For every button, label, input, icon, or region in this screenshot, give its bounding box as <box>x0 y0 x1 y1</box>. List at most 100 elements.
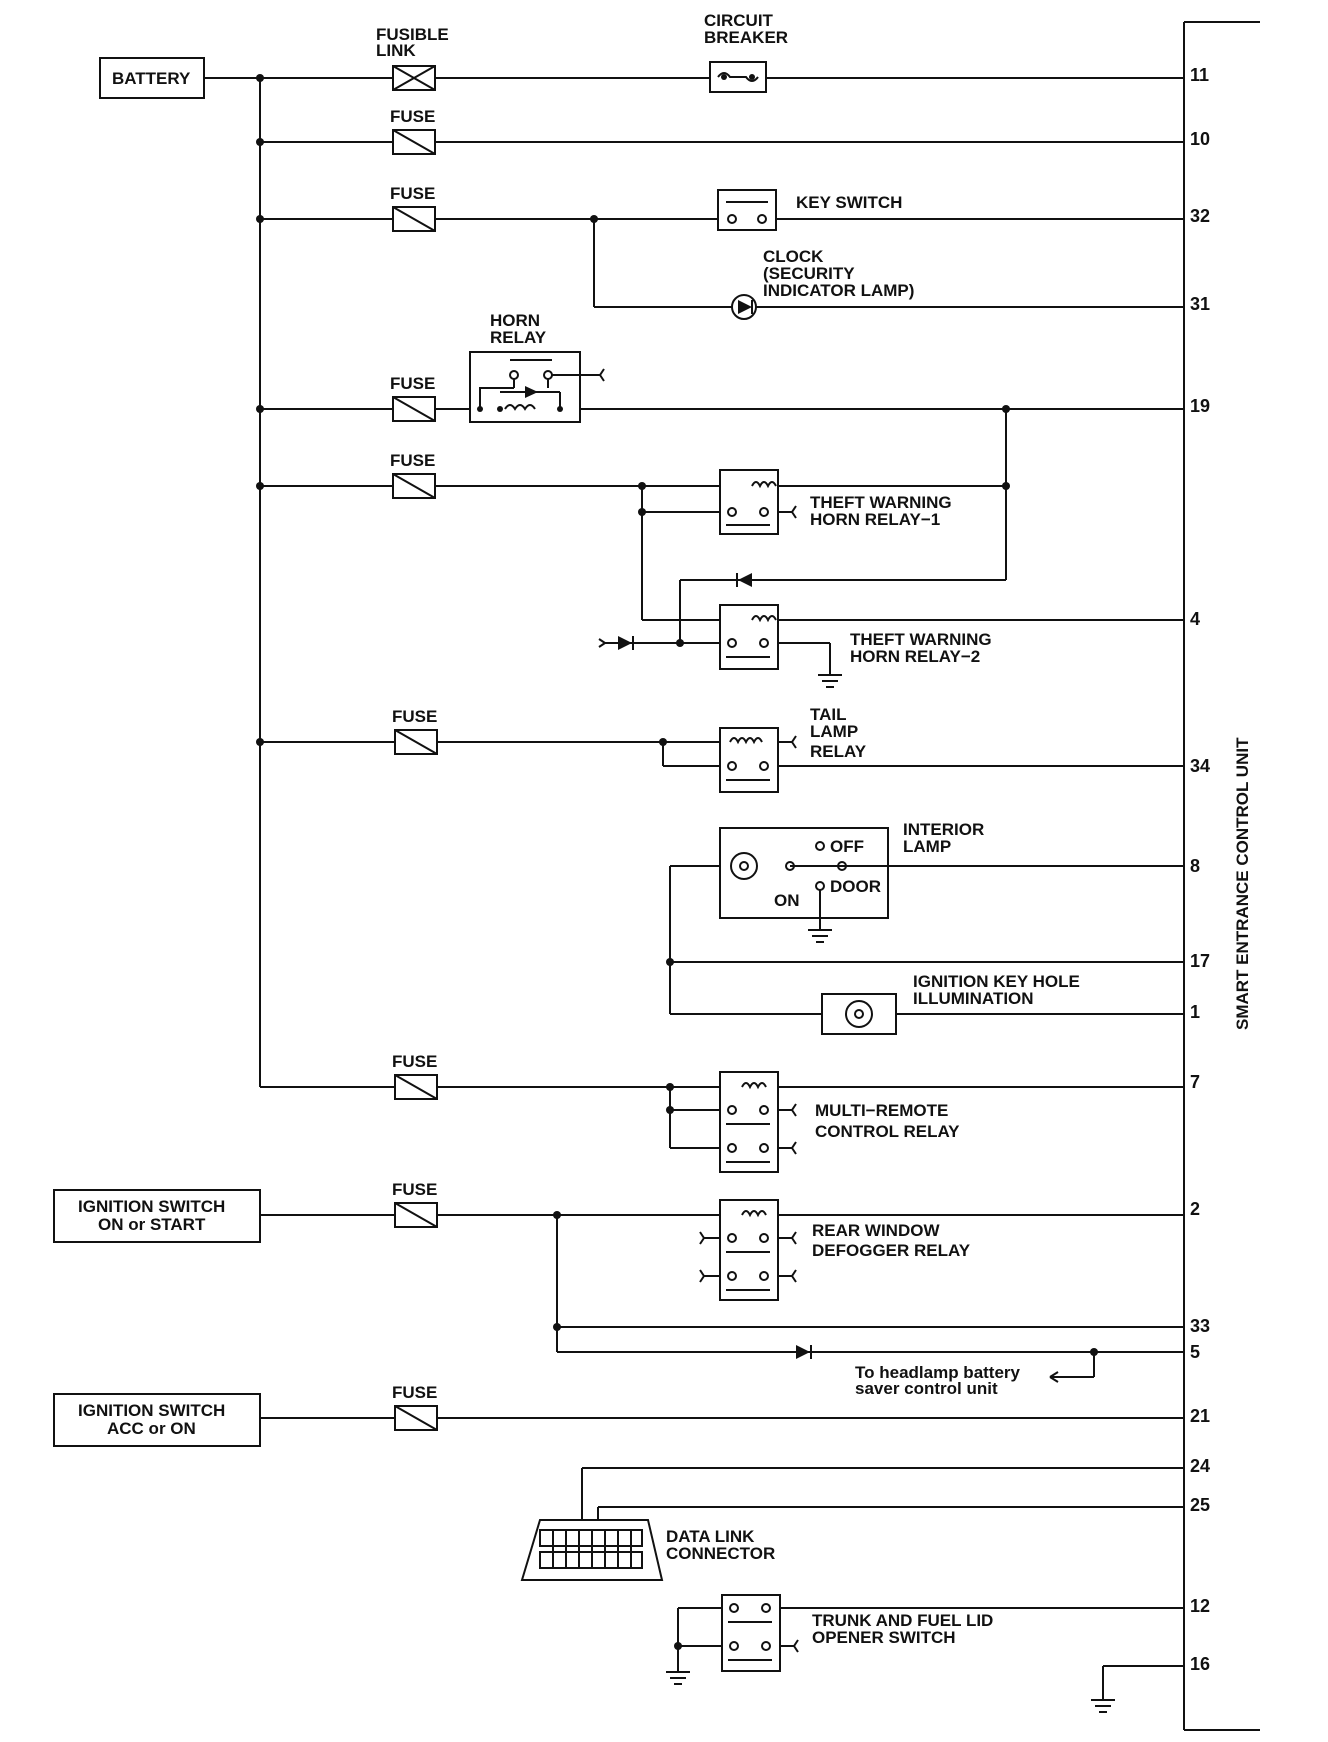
fuse-symbol <box>394 1405 438 1431</box>
theft-warning-horn-relay-1-symbol <box>719 469 797 535</box>
rear-window-defogger-relay-symbol <box>699 1199 797 1301</box>
pin-5: 5 <box>1190 1342 1200 1362</box>
pin-17: 17 <box>1190 951 1210 971</box>
row-pin-10: FUSE <box>260 107 1184 155</box>
horn-relay-symbol <box>469 351 605 423</box>
row-data-link-connector: DATA LINK CONNECTOR <box>520 1467 1184 1581</box>
row-ignition-on-start: IGNITION SWITCH ON or START FUSE REAR WI… <box>53 1180 1184 1398</box>
multi-remote-control-relay-symbol <box>719 1071 797 1173</box>
tail-lamp-relay-symbol <box>719 727 797 793</box>
theft1-label-2: HORN RELAY−1 <box>810 510 940 529</box>
pin-21: 21 <box>1190 1406 1210 1426</box>
data-link-connector-symbol <box>520 1519 664 1581</box>
row-tail-lamp-relay: FUSE TAIL LAMP RELAY <box>260 705 1184 793</box>
pin-33: 33 <box>1190 1316 1210 1336</box>
battery-block: BATTERY <box>99 57 264 1087</box>
pin-4: 4 <box>1190 609 1200 629</box>
interior-label-2: LAMP <box>903 837 951 856</box>
fuse-symbol <box>394 729 438 755</box>
trunk-fuel-lid-opener-switch-symbol <box>721 1594 799 1672</box>
headlamp-label-1: To headlamp battery <box>855 1363 1021 1382</box>
dlc-label-2: CONNECTOR <box>666 1544 775 1563</box>
fusible-link-symbol <box>392 65 436 91</box>
keyhole-label-2: ILLUMINATION <box>913 989 1034 1008</box>
multi-label-1: MULTI−REMOTE <box>815 1101 948 1120</box>
defog-label-2: DEFOGGER RELAY <box>812 1241 971 1260</box>
pin-12: 12 <box>1190 1596 1210 1616</box>
pin-32: 32 <box>1190 206 1210 226</box>
fuse-label: FUSE <box>390 451 435 470</box>
pin-19: 19 <box>1190 396 1210 416</box>
tail-label-1: TAIL <box>810 705 847 724</box>
row-trunk-fuel-lid: TRUNK AND FUEL LID OPENER SWITCH <box>666 1594 1184 1713</box>
ign1-label-1: IGNITION SWITCH <box>78 1197 225 1216</box>
theft2-label-1: THEFT WARNING <box>850 630 992 649</box>
headlamp-label-2: saver control unit <box>855 1379 998 1398</box>
row-theft-warning-relays: FUSE THEFT WARNING HORN RELAY−1 <box>260 409 1184 688</box>
key-hole-illumination-symbol <box>821 993 897 1035</box>
pin-25: 25 <box>1190 1495 1210 1515</box>
off-label: OFF <box>830 837 864 856</box>
door-label: DOOR <box>830 877 881 896</box>
key-switch-symbol <box>717 189 777 231</box>
defog-label-1: REAR WINDOW <box>812 1221 940 1240</box>
fuse-symbol <box>392 396 436 422</box>
fusible-link-label-1: FUSIBLE <box>376 25 449 44</box>
fuse-symbol <box>392 473 436 499</box>
clock-label-2: (SECURITY <box>763 264 855 283</box>
trunk-label-2: OPENER SWITCH <box>812 1628 956 1647</box>
pin-31: 31 <box>1190 294 1210 314</box>
row-multi-remote-relay: FUSE MULTI−REMOTE CONTROL RELAY <box>260 1052 1184 1173</box>
ground-symbol <box>818 674 842 688</box>
ground-symbol <box>666 1671 690 1685</box>
theft1-label-1: THEFT WARNING <box>810 493 952 512</box>
pin-24: 24 <box>1190 1456 1210 1476</box>
ign1-label-2: ON or START <box>98 1215 206 1234</box>
pin-7: 7 <box>1190 1072 1200 1092</box>
pin-34: 34 <box>1190 756 1210 776</box>
theft-warning-horn-relay-2-symbol <box>719 604 779 670</box>
fuse-label: FUSE <box>392 1383 437 1402</box>
theft2-label-2: HORN RELAY−2 <box>850 647 980 666</box>
fuse-label: FUSE <box>390 184 435 203</box>
clock-label-1: CLOCK <box>763 247 824 266</box>
fuse-symbol <box>394 1074 438 1100</box>
row-horn-relay: FUSE HORN RELAY <box>260 311 1184 423</box>
on-label: ON <box>774 891 800 910</box>
fuse-label: FUSE <box>390 107 435 126</box>
fuse-label: FUSE <box>392 707 437 726</box>
ign2-label-2: ACC or ON <box>107 1419 196 1438</box>
battery-label: BATTERY <box>112 69 191 88</box>
horn-relay-label-2: RELAY <box>490 328 547 347</box>
fuse-label: FUSE <box>392 1052 437 1071</box>
fuse-symbol <box>392 206 436 232</box>
circuit-breaker-label-1: CIRCUIT <box>704 11 774 30</box>
diode-symbol <box>598 636 634 650</box>
dlc-label-1: DATA LINK <box>666 1527 755 1546</box>
pin-16: 16 <box>1190 1654 1210 1674</box>
control-unit-label: SMART ENTRANCE CONTROL UNIT <box>1233 737 1252 1030</box>
row-ignition-acc-on: IGNITION SWITCH ACC or ON FUSE <box>53 1383 1184 1447</box>
horn-relay-label-1: HORN <box>490 311 540 330</box>
fuse-label: FUSE <box>390 374 435 393</box>
ground-symbol <box>808 929 832 943</box>
keyhole-label-1: IGNITION KEY HOLE <box>913 972 1080 991</box>
fuse-symbol <box>394 1202 438 1228</box>
ign2-label-1: IGNITION SWITCH <box>78 1401 225 1420</box>
pin-10: 10 <box>1190 129 1210 149</box>
tail-label-2: LAMP <box>810 722 858 741</box>
diode-symbol <box>736 573 752 587</box>
clock-label-3: INDICATOR LAMP) <box>763 281 914 300</box>
row-key-switch: FUSE KEY SWITCH CLOCK (SECURITY INDICATO… <box>260 184 1184 320</box>
security-indicator-lamp-symbol <box>731 294 757 320</box>
circuit-breaker-label-2: BREAKER <box>704 28 788 47</box>
row-fusible-link: FUSIBLE LINK CIRCUIT BREAKER <box>260 11 1184 93</box>
multi-label-2: CONTROL RELAY <box>815 1122 960 1141</box>
pin-8: 8 <box>1190 856 1200 876</box>
row-interior-lamp: OFF DOOR ON INTERIOR LAMP IGNITION KEY H… <box>666 820 1184 1035</box>
key-switch-label: KEY SWITCH <box>796 193 902 212</box>
fusible-link-label-2: LINK <box>376 41 416 60</box>
pin-numbers: 11 10 32 31 19 4 34 8 17 1 7 2 33 5 21 2… <box>1190 65 1210 1674</box>
fuse-label: FUSE <box>392 1180 437 1199</box>
